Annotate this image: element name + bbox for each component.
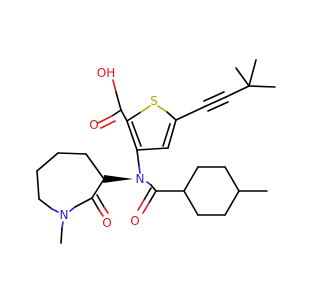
- bond-alkyne-c: [207, 101, 229, 112]
- bond-lactam-co-b: [103, 206, 109, 214]
- bond-s-c5: [157, 105, 168, 113]
- bond-c2-s: [140, 105, 151, 113]
- azepanone-ring: N O: [36, 152, 112, 244]
- bond-methyl-right: [248, 85, 276, 88]
- bond-c5-c4: [167, 119, 177, 149]
- bond-ring-to-n-carbon: [136, 149, 140, 167]
- bond-c5-c4-double: [162, 123, 171, 147]
- bond-c-o-double-a-carbon: [111, 109, 122, 117]
- bond-alkyne-b: [203, 91, 225, 102]
- bond-c3-c2: [126, 120, 138, 151]
- bond-amide-co-b-carbon: [143, 187, 152, 201]
- bond-c-oh: [112, 79, 117, 93]
- amide-oxygen-label: O: [130, 214, 139, 228]
- stereo-bond: [103, 175, 133, 183]
- thiophene-ring: S: [126, 94, 177, 151]
- hydroxyl-label: OH: [97, 66, 115, 80]
- bond-chx-3: [224, 166, 240, 192]
- bond-alkyne-a: [205, 96, 227, 107]
- bond-ring-to-alkyne: [175, 105, 207, 121]
- bond-carbonyl-to-stereocenter: [91, 178, 105, 199]
- bond-azepane-1: [85, 153, 105, 180]
- amide-nitrogen-group: N: [136, 149, 157, 192]
- bond-chx-6: [183, 190, 199, 216]
- bond-c-oh-carbon-part: [115, 91, 122, 111]
- bond-amide-co-a: [142, 202, 150, 214]
- bond-chx-1: [183, 166, 199, 192]
- bond-cooh-to-ring: [120, 109, 128, 122]
- bond-n-methyl-n: [61, 221, 64, 229]
- bond-lactam-co-b-carbon: [96, 194, 105, 208]
- structure-diagram: OH O S N: [36, 59, 276, 244]
- bond-amide-co-a-carbon: [148, 190, 157, 204]
- bond-c-o-double-b: [100, 120, 116, 129]
- bond-n-to-carbonyl-n: [146, 181, 152, 186]
- bond-azepane-4: [36, 170, 40, 200]
- amide-nitrogen-label: N: [136, 172, 145, 186]
- bond-c3-c2-double: [131, 121, 142, 147]
- bond-azepane-5-carbon: [38, 198, 53, 210]
- amide-carbonyl-group: O: [130, 187, 185, 228]
- bond-alkyne-to-quaternary: [225, 85, 250, 98]
- lactam-nitrogen-label: N: [60, 208, 69, 222]
- thiophene-sulfur-label: S: [150, 94, 158, 108]
- bond-methyl-top: [248, 59, 257, 87]
- bond-n-carbonyl: [74, 197, 93, 208]
- bond-c4-c3: [136, 147, 169, 151]
- carboxyl-oxygen-label: O: [89, 118, 98, 132]
- tert-butylethynyl-group: [175, 59, 276, 121]
- molecule-drawing: OH O S N: [36, 59, 276, 244]
- bond-c2-s-carbon: [126, 111, 142, 122]
- bond-amide-co-b: [137, 199, 145, 211]
- bond-methyl-left: [235, 67, 250, 87]
- bond-azepane-2: [57, 152, 87, 155]
- bond-n-carbonyl-n: [69, 206, 76, 212]
- bond-s-c5-carbon: [166, 111, 177, 121]
- bond-lactam-co-a-carbon: [91, 197, 100, 211]
- bond-lactam-co-a: [98, 209, 104, 217]
- methylcyclohexyl-group: [183, 166, 268, 216]
- bond-n-to-carbonyl: [150, 184, 157, 192]
- carboxylic-acid-group: OH O: [89, 66, 128, 132]
- lactam-oxygen-label: O: [102, 216, 111, 230]
- wedge-bond: [103, 175, 133, 183]
- bond-chx-4: [224, 190, 240, 216]
- bond-azepane-3: [36, 152, 59, 172]
- bond-n-methyl: [60, 227, 63, 244]
- bond-ring-to-n: [138, 165, 141, 174]
- bond-c-o-double-a: [97, 115, 113, 124]
- bond-azepane-5: [51, 208, 59, 213]
